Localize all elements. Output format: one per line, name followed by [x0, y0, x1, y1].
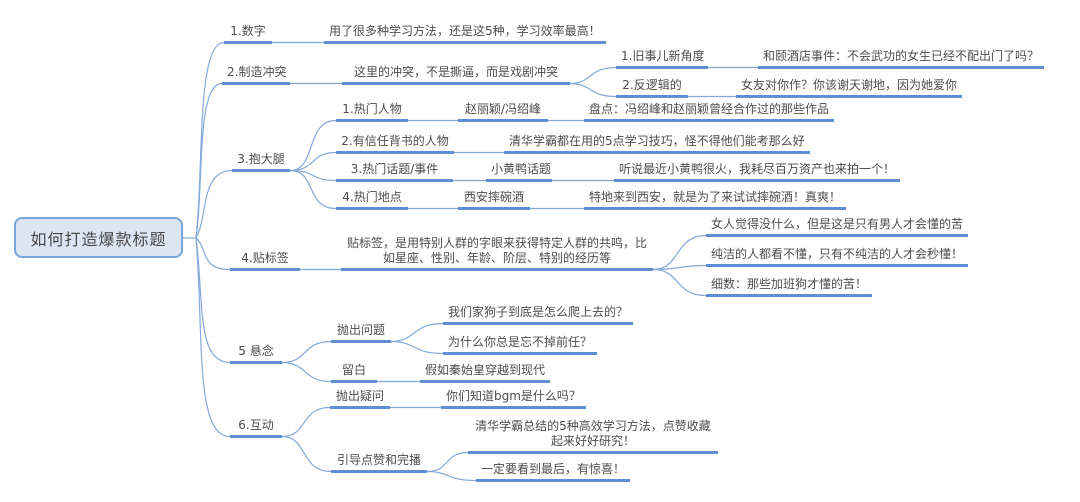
sub-hot-topic[interactable]: 3.热门话题/事件: [336, 161, 453, 182]
example-labeling-title-1[interactable]: 女人觉得没什么，但是这是只有男人才会懂的苦: [706, 216, 969, 237]
hot-people-example-person[interactable]: 赵丽颖/冯绍峰: [458, 101, 548, 122]
example-ask-title[interactable]: 你们知道bgm是什么吗？: [441, 388, 586, 409]
sub-anti-logic[interactable]: 2.反逻辑的: [616, 77, 688, 98]
example-question-title-1[interactable]: 我们家狗子到底是怎么爬上去的？: [443, 304, 634, 325]
branch-create-conflict[interactable]: 2.制造冲突: [222, 64, 290, 85]
branch-ride-coattails[interactable]: 3.抱大腿: [232, 151, 290, 172]
sub-leave-blank[interactable]: 留白: [331, 362, 377, 383]
hot-place-example[interactable]: 西安摔碗酒: [458, 189, 530, 210]
example-guide-title-2[interactable]: 一定要看到最后，有惊喜！: [476, 461, 631, 482]
example-numbers-title[interactable]: 用了很多种学习方法，还是这5种，学习效率最高！: [324, 23, 606, 44]
sub-ask-question[interactable]: 抛出疑问: [330, 388, 390, 409]
example-hotel-incident-title[interactable]: 和颐酒店事件：不会武功的女生已经不配出门了吗？: [758, 48, 1045, 69]
conflict-description[interactable]: 这里的冲突，不是撕逼，而是戏剧冲突: [342, 64, 570, 85]
root-node[interactable]: 如何打造爆款标题: [14, 217, 183, 258]
example-hot-topic-title[interactable]: 听说最近小黄鸭很火，我耗尽百万资产也来拍一个！: [614, 161, 901, 182]
sub-trusted-endorsement[interactable]: 2.有信任背书的人物: [336, 133, 454, 154]
sub-old-news-new-angle[interactable]: 1.旧事儿新角度: [616, 48, 708, 69]
branch-suspense[interactable]: 5 悬念: [230, 343, 282, 364]
branch-numbers[interactable]: 1.数字: [224, 23, 272, 44]
example-labeling-title-2[interactable]: 纯洁的人都看不懂，只有不纯洁的人才会秒懂！: [706, 246, 969, 267]
hot-topic-example[interactable]: 小黄鸭话题: [486, 161, 552, 182]
example-blank-title[interactable]: 假如秦始皇穿越到现代: [420, 362, 551, 383]
sub-hot-people[interactable]: 1.热门人物: [336, 101, 408, 122]
sub-raise-question[interactable]: 抛出问题: [331, 322, 391, 343]
sub-hot-place[interactable]: 4.热门地点: [336, 189, 408, 210]
example-endorsement-title[interactable]: 清华学霸都在用的5点学习技巧，怪不得他们能考那么好: [504, 133, 810, 154]
branch-interaction[interactable]: 6.互动: [230, 417, 282, 438]
labeling-description[interactable]: 贴标签，是用特别人群的字眼来获得特定人群的共鸣，比如星座、性别、年龄、阶层、特别…: [341, 235, 653, 271]
example-guide-title-1[interactable]: 清华学霸总结的5种高效学习方法，点赞收藏起来好好研究！: [468, 418, 718, 454]
example-question-title-2[interactable]: 为什么你总是忘不掉前任？: [443, 334, 598, 355]
example-hot-place-title[interactable]: 特地来到西安，就是为了来试试摔碗酒！真爽！: [584, 189, 847, 210]
example-labeling-title-3[interactable]: 细数：那些加班狗才懂的苦！: [706, 276, 873, 297]
example-girlfriend-title[interactable]: 女友对你作？你该谢天谢地，因为她爱你: [736, 77, 963, 98]
branch-labeling[interactable]: 4.贴标签: [230, 250, 300, 271]
sub-guide-likes[interactable]: 引导点赞和完播: [331, 452, 427, 473]
example-hot-people-title[interactable]: 盘点：冯绍峰和赵丽颖曾经合作过的那些作品: [584, 101, 835, 122]
